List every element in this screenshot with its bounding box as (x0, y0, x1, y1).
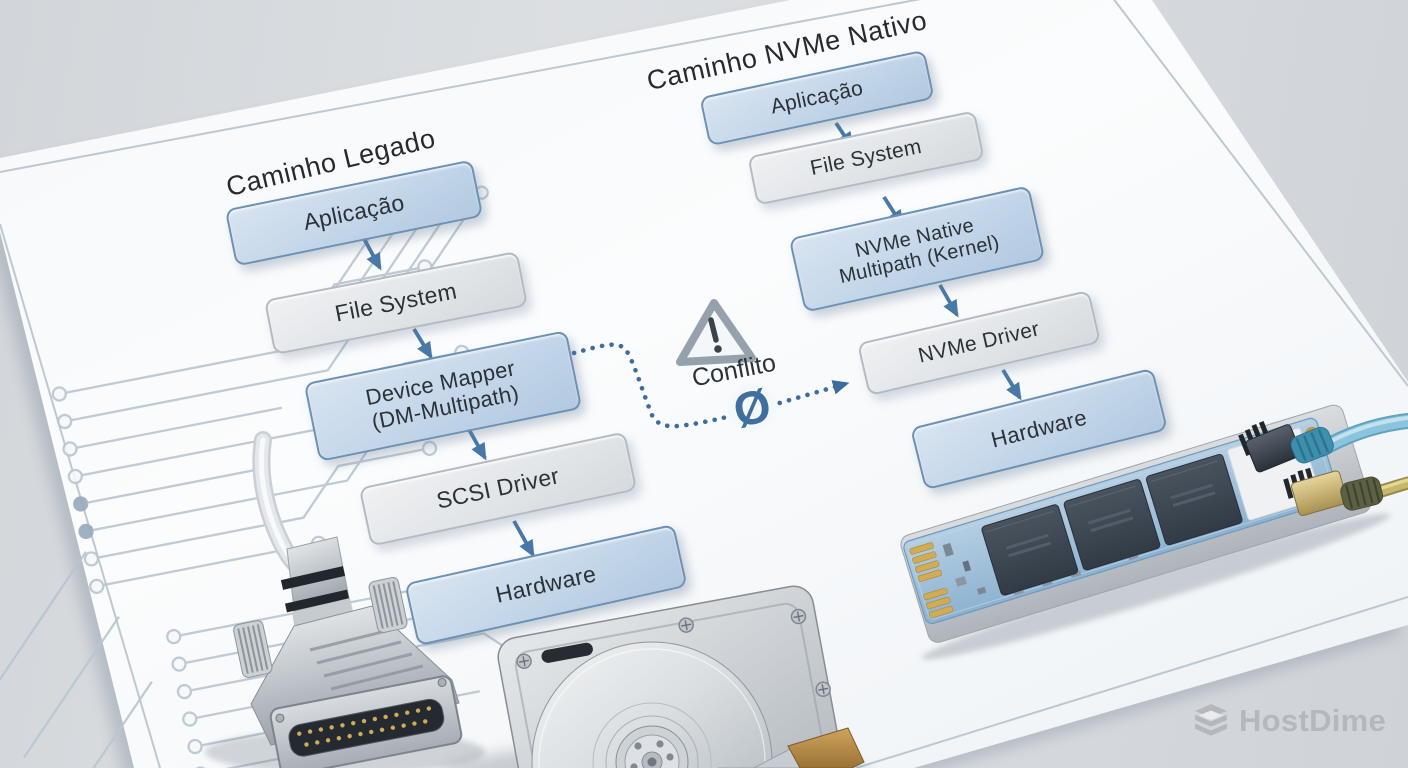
hdd-actuator-arm (717, 747, 807, 768)
ssd-illustration (900, 404, 1408, 660)
hdd-actuator-coil (787, 727, 865, 768)
connector-face (269, 675, 463, 768)
ssd-gold-fingers (909, 542, 954, 619)
warning-triangle-icon (676, 299, 756, 366)
thumbscrew-right (368, 577, 408, 633)
strain-relief-ring (280, 566, 346, 590)
yellow-network-cable (1283, 467, 1408, 517)
hdd-spindle-hub (615, 725, 689, 768)
hdd-vent-slot (541, 642, 593, 663)
ssd-nand-chips (981, 454, 1243, 596)
warning-exclamation (708, 317, 719, 343)
thumbscrew-left (233, 620, 273, 678)
teal-network-cable (1238, 413, 1408, 473)
